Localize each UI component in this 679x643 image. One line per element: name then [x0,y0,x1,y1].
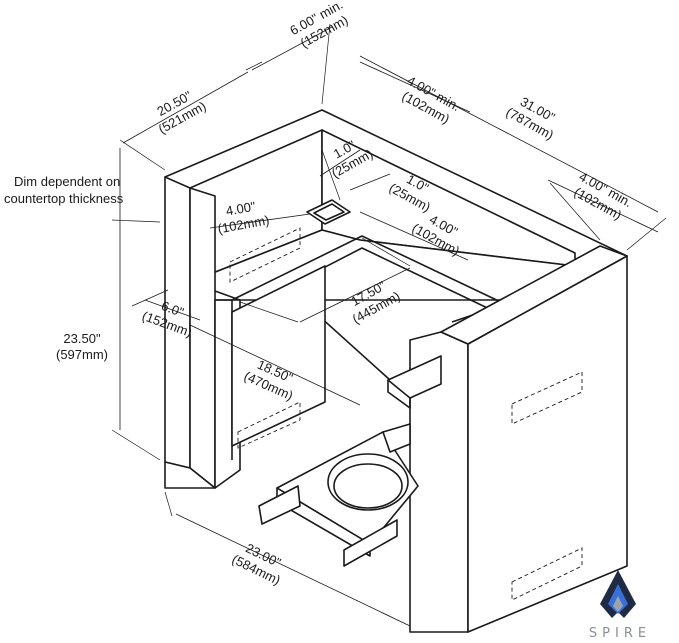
note-line-2: countertop thickness [4,191,124,206]
logo-flame-core-icon [613,596,623,612]
support-rail-front [343,519,398,567]
left-column-side [189,187,216,489]
burner-ring [327,453,409,511]
right-cabinet-top-front [440,245,628,345]
burner-ring-inner [333,463,403,509]
hidden-vent-back [229,227,301,283]
step-shelf [387,355,442,399]
dim-inner-left-in: 4.00" [225,199,257,219]
hidden-vent-left [237,401,301,449]
dim-height-mm: (597mm) [56,347,108,362]
support-rail-back [382,423,411,453]
flue-opening [306,199,351,225]
dim-height-in: 23.50" [63,331,101,346]
note-line-1: Dim dependent on [14,174,120,189]
hidden-vent-right-lower [511,547,583,601]
dimension-lines [111,23,667,627]
support-rail-left [258,485,301,525]
flue-opening-inner [313,203,345,221]
spire-logo: SPIRE [589,570,651,641]
enclosure-structure [164,109,628,633]
step-shelf-edge [387,380,411,409]
dim-front-offset-in: 6.0" [159,298,186,320]
logo-wordmark: SPIRE [589,626,651,641]
hidden-vent-right-upper [511,371,583,425]
rear-inner-panel [231,265,326,447]
